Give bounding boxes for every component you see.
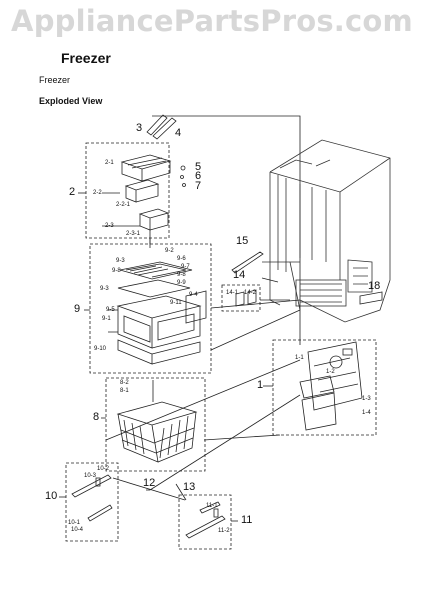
- group-box-11: [178, 494, 232, 550]
- callout-2-2-1: 2-2-1: [116, 202, 131, 208]
- callout-3: 3: [136, 122, 143, 134]
- callout-9-8a: 9-8: [112, 268, 121, 274]
- ice-maker-assembly: [120, 154, 172, 203]
- callout-9-5: 9-5: [106, 307, 115, 313]
- group-box-10: [65, 462, 119, 542]
- callout-8-2: 8-2: [120, 380, 129, 386]
- group-box-2: [85, 142, 170, 239]
- callout-14-2: 14-2: [244, 290, 257, 296]
- callout-10-2: 10-2: [97, 466, 110, 472]
- group-box-9: [89, 243, 212, 374]
- callout-9-2: 9-2: [165, 248, 174, 254]
- callout-14: 14: [233, 269, 246, 281]
- group-box-14: [221, 284, 261, 312]
- group-box-8: [105, 377, 206, 472]
- clip-part-6: [180, 175, 184, 179]
- section-label: Freezer: [39, 75, 71, 85]
- ice-bucket-part: [138, 208, 170, 244]
- callout-15: 15: [236, 235, 249, 247]
- callout-9-3a: 9-3: [116, 258, 125, 264]
- callout-11: 11: [241, 514, 253, 526]
- rod-part-4: [152, 117, 177, 140]
- evaporator-cover-assembly: [299, 341, 363, 431]
- group-box-1: [272, 339, 377, 436]
- callout-2-3: 2-3: [105, 223, 114, 229]
- page-title: Freezer: [61, 50, 111, 66]
- callout-9-1: 9-1: [102, 316, 111, 322]
- callout-13: 13: [183, 481, 196, 493]
- callout-9-9: 9-9: [177, 280, 186, 286]
- callout-9-11: 9-11: [170, 300, 182, 306]
- callout-1-3: 1-3: [362, 396, 371, 402]
- basket-part: [116, 380, 198, 463]
- callout-10: 10: [45, 490, 58, 502]
- callout-9-6: 9-6: [177, 256, 186, 262]
- callout-8: 8: [93, 411, 100, 423]
- callout-1-4: 1-4: [362, 410, 371, 416]
- callout-5: 5: [195, 161, 202, 173]
- callout-18: 18: [368, 280, 381, 292]
- callout-9-4: 9-4: [189, 292, 198, 298]
- cover-part-14: [235, 291, 245, 307]
- rail-part-15: [231, 251, 264, 274]
- callout-9-7: 9-7: [181, 264, 190, 270]
- callout-9-8b: 9-8: [177, 272, 186, 278]
- callout-2-3-1: 2-3-1: [126, 231, 141, 237]
- part-18: [359, 291, 383, 305]
- callout-9: 9: [74, 303, 81, 315]
- callout-10-1: 10-1: [68, 520, 81, 526]
- bolt-part-7: [182, 183, 186, 187]
- callout-6: 6: [195, 170, 202, 182]
- callout-4: 4: [175, 127, 182, 139]
- callout-2-2: 2-2: [93, 190, 102, 196]
- callout-1: 1: [257, 379, 264, 391]
- callout-9-3b: 9-3: [100, 286, 109, 292]
- callout-10-4: 10-4: [71, 527, 84, 533]
- callout-9-10: 9-10: [94, 346, 107, 352]
- refrigerator-cabinet: [262, 139, 391, 323]
- rail-set-11: [185, 501, 226, 539]
- callout-8-1: 8-1: [120, 388, 129, 394]
- freezer-drawer-assembly: [108, 261, 207, 365]
- callout-12: 12: [143, 477, 156, 489]
- rail-set-10: [71, 474, 113, 522]
- callout-2: 2: [69, 186, 76, 198]
- callout-1-2: 1-2: [326, 369, 335, 375]
- callout-14-1: 14-1: [226, 290, 239, 296]
- screw-part-5: [180, 165, 186, 171]
- callout-10-3: 10-3: [84, 473, 97, 479]
- watermark-logo: AppliancePartsPros.com: [11, 4, 413, 38]
- callout-11-2: 11-2: [218, 528, 230, 534]
- callout-2-1: 2-1: [105, 160, 114, 166]
- leader-line: [152, 115, 301, 345]
- rod-part-3: [146, 114, 168, 136]
- callout-7: 7: [195, 180, 202, 192]
- view-label: Exploded View: [39, 96, 103, 106]
- callout-1-1: 1-1: [295, 355, 304, 361]
- callout-11-1: 11-1: [206, 503, 218, 509]
